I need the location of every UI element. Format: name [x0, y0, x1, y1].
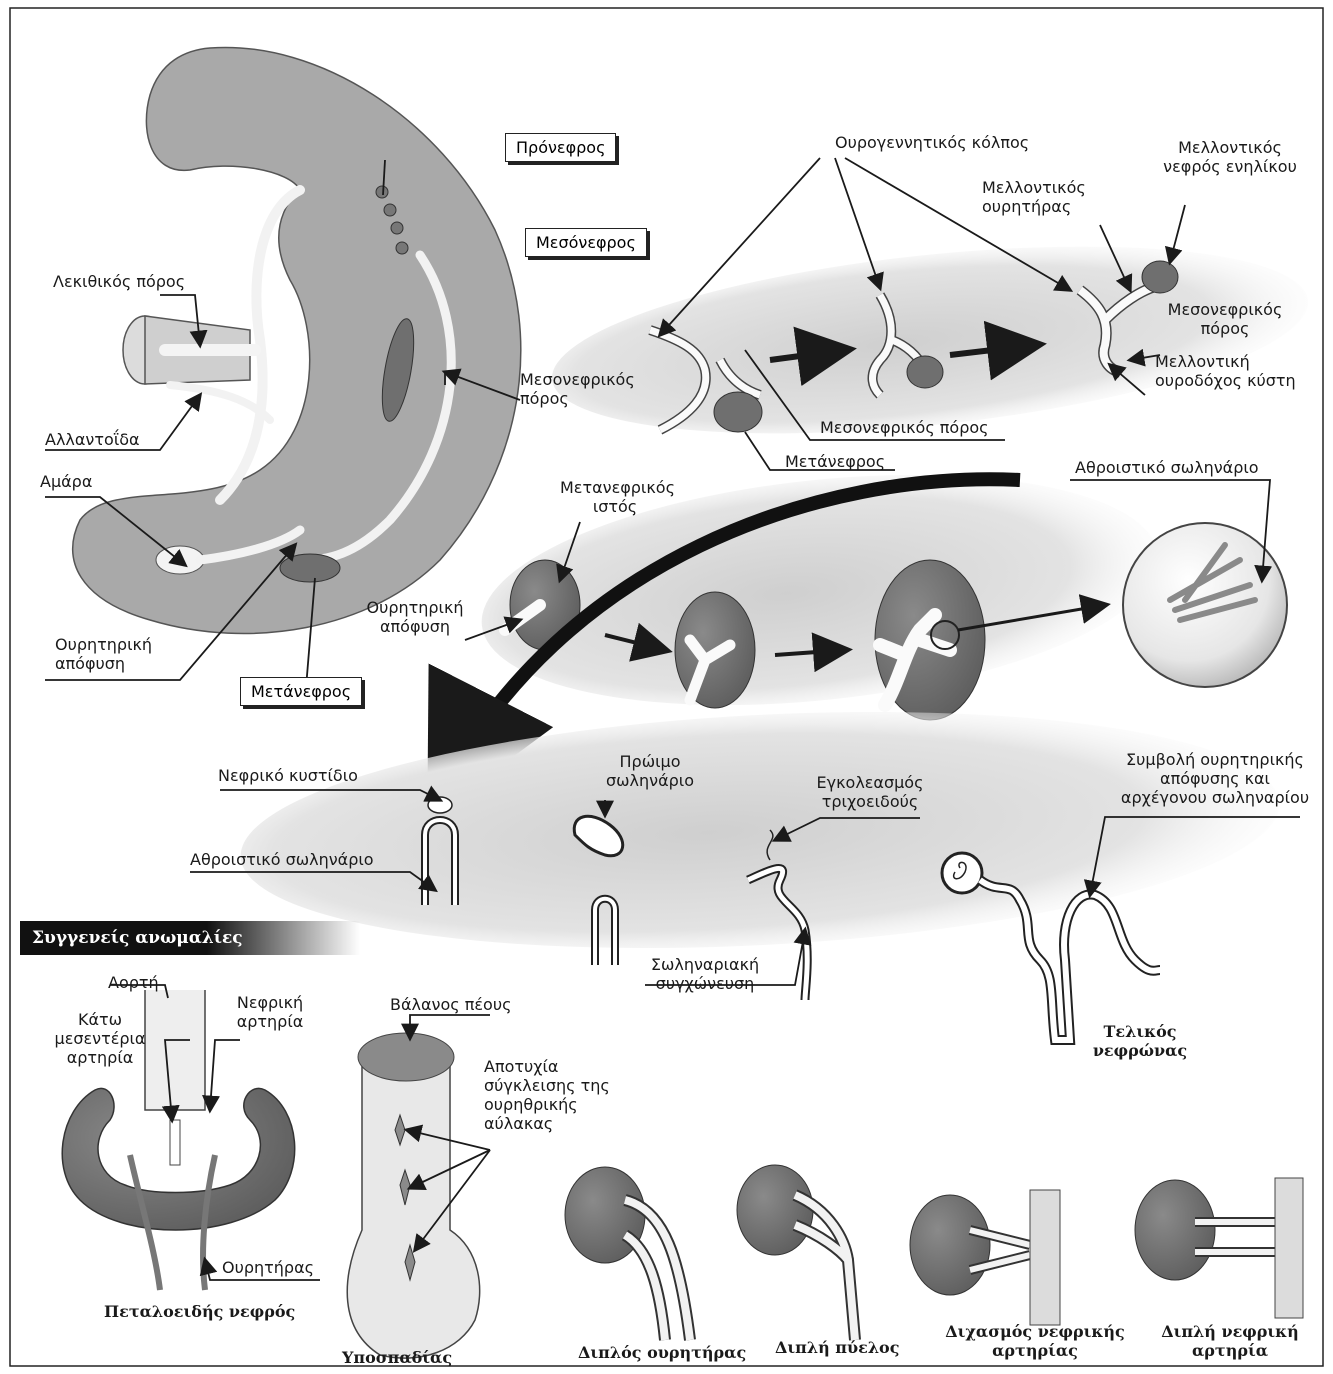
mesonephric-duct-label: Μεσονεφρικός πόρος: [520, 370, 660, 408]
ureteric-bud-label-middle: Ουρητηρική απόφυση: [355, 598, 475, 636]
future-bladder-label: Μελλοντική ουροδόχος κύστη: [1155, 352, 1315, 390]
sinus-stage-2-bud: [907, 356, 943, 388]
kidney-variants: [565, 1165, 1303, 1340]
ureteric-bud-label-embryo: Ουρητηρική απόφυση: [55, 635, 175, 673]
kidney-double-artery: [1135, 1180, 1215, 1280]
anomalies-banner: Συγγενείς ανωμαλίες: [20, 921, 360, 955]
embryo-illustration: [73, 47, 521, 633]
renal-artery-label: Νεφρική αρτηρία: [215, 993, 325, 1031]
glans-penis: [358, 1033, 454, 1081]
pronephros-bead: [376, 186, 388, 198]
metanephros-label-embryo: Μετάνεφρος: [240, 677, 362, 706]
pronephros-bead: [396, 242, 408, 254]
anomalies-banner-text: Συγγενείς ανωμαλίες: [32, 928, 243, 948]
allantois-label: Αλλαντοΐδα: [45, 430, 140, 449]
double-ureter-label: Διπλός ουρητήρας: [578, 1343, 746, 1362]
pronephros-bead: [391, 222, 403, 234]
tubular-fusion-label: Σωληναριακή συγχώνευση: [640, 955, 770, 993]
glans-penis-label: Βάλανος πέους: [390, 995, 511, 1014]
final-nephron-label: Τελικός νεφρώνας: [1085, 1022, 1195, 1060]
cloaca-label: Αμάρα: [40, 472, 92, 491]
capillary-invagination-label: Εγκολεασμός τριχοειδούς: [800, 773, 940, 811]
hypospadias-label: Υποσπαδίας: [342, 1348, 452, 1367]
future-ureter-label: Μελλοντικός ουρητήρας: [982, 178, 1112, 216]
aorta-label: Αορτή: [108, 973, 159, 992]
early-tubule-label: Πρώιμο σωληνάριο: [590, 752, 710, 790]
glomerulus: [942, 853, 982, 893]
horseshoe-kidney-label: Πεταλοειδής νεφρός: [104, 1302, 295, 1321]
double-pelvis-label: Διπλή πύελος: [775, 1338, 899, 1357]
junction-label: Συμβολή ουρητηρικής απόφυσης και αρχέγον…: [1115, 750, 1315, 807]
renal-vesicle-label: Νεφρικό κυστίδιο: [218, 766, 358, 785]
failed-closure-label: Αποτυχία σύγκλεισης της ουρηθρικής αύλακ…: [484, 1057, 624, 1133]
metanephros: [280, 554, 340, 582]
metanephros-label-sinus: Μετάνεφρος: [785, 452, 885, 471]
double-renal-artery-label: Διπλή νεφρική αρτηρία: [1160, 1322, 1300, 1360]
mesonephric-duct-right-label: Μεσονεφρικός πόρος: [1150, 300, 1300, 338]
mesonephric-duct-bottom-label: Μεσονεφρικός πόρος: [820, 418, 989, 437]
urogenital-sinus-label: Ουρογεννητικός κόλπος: [835, 133, 1029, 152]
renal-artery-bifurcation-label: Διχασμός νεφρικής αρτηρίας: [935, 1322, 1135, 1360]
band-nephron: [235, 688, 1286, 972]
aorta-segment: [1030, 1190, 1060, 1325]
kidney-artery-bifurcation: [910, 1195, 990, 1295]
magnified-sphere: [1123, 523, 1287, 687]
pronephros-label: Πρόνεφρος: [505, 133, 616, 162]
penis-shaft: [347, 1060, 479, 1358]
sinus-stage-1-bud: [714, 392, 762, 432]
collecting-tubule-label-bottom: Αθροιστικό σωληνάριο: [190, 850, 374, 869]
metanephric-tissue-label: Μετανεφρικός ιστός: [560, 478, 670, 516]
aorta-segment: [1275, 1178, 1303, 1318]
future-adult-kidney-label: Μελλοντικός νεφρός ενηλίκου: [1150, 138, 1310, 176]
mesonephros-label: Μεσόνεφρος: [525, 228, 647, 257]
future-adult-kidney: [1142, 261, 1178, 293]
pronephros-bead: [384, 204, 396, 216]
kidney-double-pelvis: [737, 1165, 813, 1255]
hypospadias-illustration: [347, 1033, 479, 1358]
ureter-label: Ουρητήρας: [222, 1258, 314, 1277]
inferior-mesenteric-artery: [170, 1120, 180, 1165]
inferior-mesenteric-label: Κάτω μεσεντέρια αρτηρία: [35, 1010, 165, 1067]
collecting-tubule-label-top: Αθροιστικό σωληνάριο: [1075, 458, 1259, 477]
yolk-duct-label: Λεκιθικός πόρος: [53, 272, 185, 291]
